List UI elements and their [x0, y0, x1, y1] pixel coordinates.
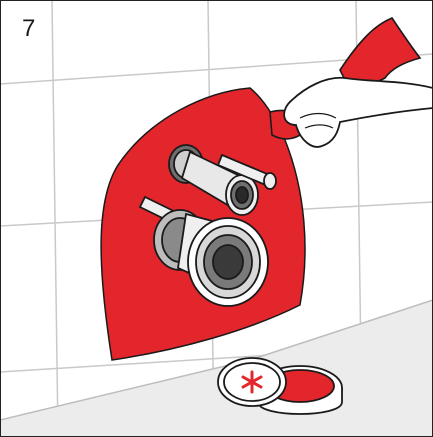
- cloth: [340, 18, 420, 84]
- step-number: 7: [22, 17, 35, 41]
